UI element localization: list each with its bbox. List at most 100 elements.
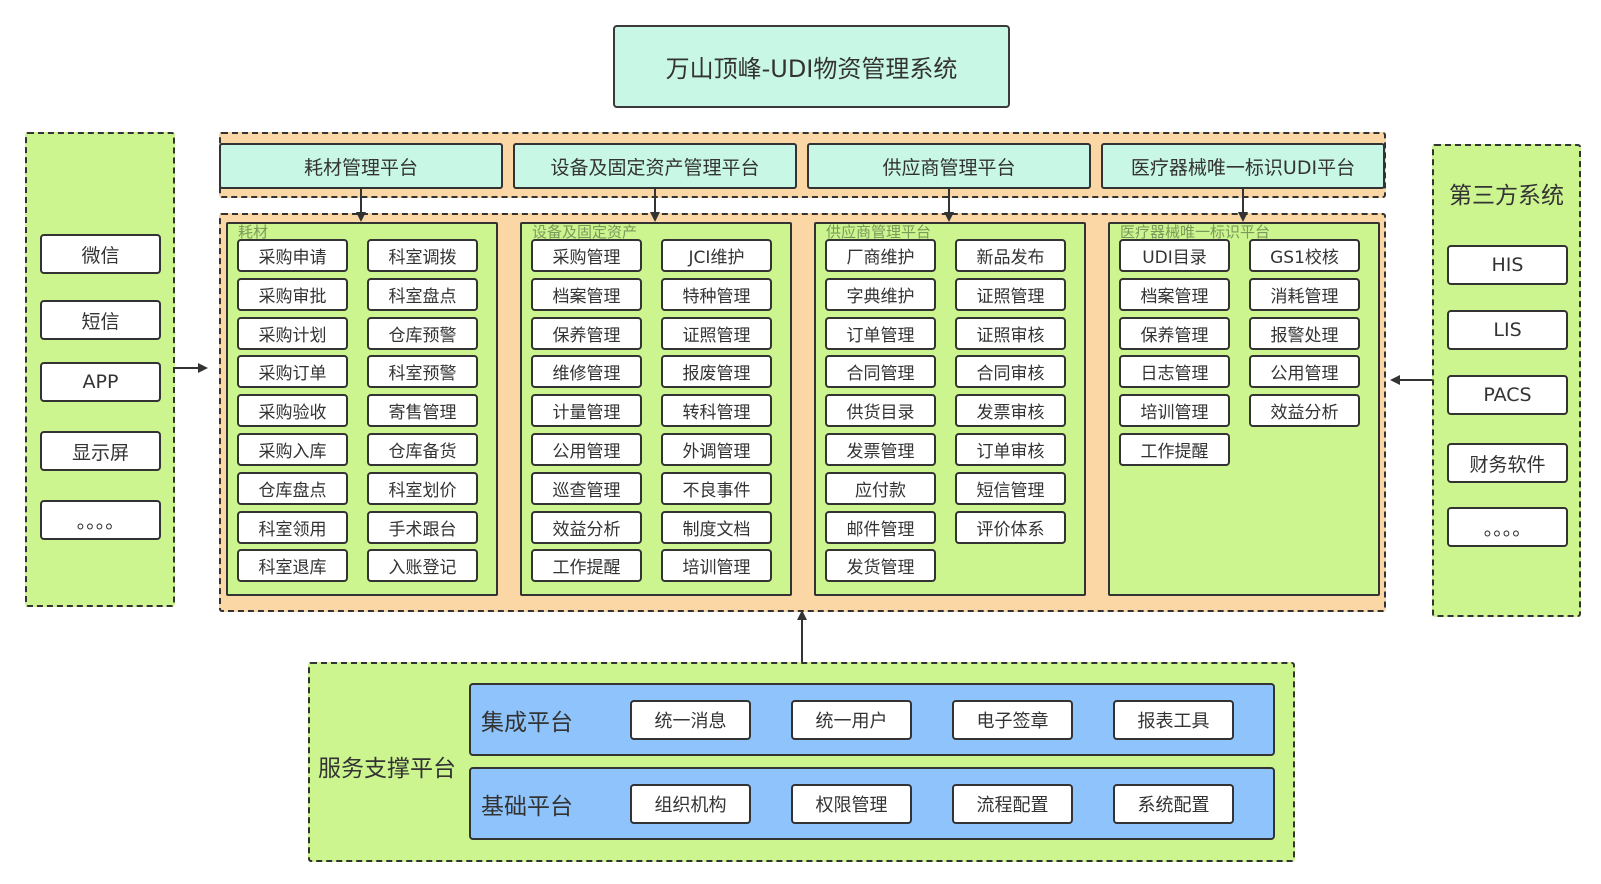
- module-item[interactable]: 培训管理: [1119, 394, 1230, 428]
- svc-unified-user[interactable]: 统一用户: [791, 700, 912, 740]
- module-item[interactable]: 订单管理: [825, 316, 936, 350]
- module-item[interactable]: 巡查管理: [531, 471, 642, 505]
- third-party-panel: 第三方系统 HIS LIS PACS 财务软件 。。。。: [1432, 144, 1581, 617]
- channel-more[interactable]: 。。。。: [40, 500, 161, 540]
- svc-permission[interactable]: 权限管理: [791, 784, 912, 824]
- third-party-more[interactable]: 。。。。: [1447, 507, 1568, 547]
- module-item[interactable]: 订单审核: [955, 433, 1066, 466]
- module-item[interactable]: 发票审核: [955, 394, 1066, 428]
- module-item[interactable]: 计量管理: [531, 394, 642, 428]
- module-udi: 医疗器械唯一标识平台 UDI目录档案管理保养管理日志管理培训管理工作提醒 GS1校…: [1108, 222, 1380, 596]
- svc-organization[interactable]: 组织机构: [630, 784, 751, 824]
- third-party-his[interactable]: HIS: [1447, 245, 1568, 285]
- module-item[interactable]: 手术跟台: [367, 510, 478, 544]
- module-item[interactable]: 公用管理: [1249, 355, 1360, 389]
- module-item[interactable]: JCI维护: [661, 239, 772, 272]
- module-item[interactable]: 应付款: [825, 471, 936, 505]
- module-item[interactable]: 效益分析: [531, 510, 642, 544]
- third-party-lis[interactable]: LIS: [1447, 310, 1568, 350]
- platform-supplier[interactable]: 供应商管理平台: [807, 143, 1091, 189]
- module-supplier: 供应商管理平台 厂商维护字典维护订单管理合同管理供货目录发票管理应付款邮件管理发…: [814, 222, 1086, 596]
- channel-display[interactable]: 显示屏: [40, 431, 161, 471]
- module-item[interactable]: UDI目录: [1119, 239, 1230, 272]
- module-item[interactable]: 科室退库: [237, 549, 348, 583]
- module-item[interactable]: 培训管理: [661, 549, 772, 583]
- module-item[interactable]: 采购验收: [237, 394, 348, 428]
- module-label: 设备及固定资产: [532, 223, 638, 241]
- module-item[interactable]: 效益分析: [1249, 394, 1360, 428]
- module-item[interactable]: 供货目录: [825, 394, 936, 428]
- svc-report-tool[interactable]: 报表工具: [1113, 700, 1234, 740]
- module-label: 耗材: [238, 223, 269, 241]
- module-item[interactable]: 保养管理: [531, 316, 642, 350]
- module-item[interactable]: 仓库预警: [367, 316, 478, 350]
- module-item[interactable]: 档案管理: [1119, 277, 1230, 311]
- module-item[interactable]: 公用管理: [531, 433, 642, 466]
- platform-udi[interactable]: 医疗器械唯一标识UDI平台: [1101, 143, 1385, 189]
- svc-system-config[interactable]: 系统配置: [1113, 784, 1234, 824]
- module-item[interactable]: 发货管理: [825, 549, 936, 583]
- module-item[interactable]: 科室领用: [237, 510, 348, 544]
- module-item[interactable]: 保养管理: [1119, 316, 1230, 350]
- module-label: 供应商管理平台: [826, 223, 932, 241]
- module-item[interactable]: 入账登记: [367, 549, 478, 583]
- module-item[interactable]: 日志管理: [1119, 355, 1230, 389]
- module-consumables: 耗材 采购申请采购审批采购计划采购订单采购验收采购入库仓库盘点科室领用科室退库 科…: [226, 222, 498, 596]
- module-item[interactable]: 仓库备货: [367, 433, 478, 466]
- module-label: 医疗器械唯一标识平台: [1120, 223, 1271, 241]
- module-item[interactable]: 档案管理: [531, 277, 642, 311]
- channel-wechat[interactable]: 微信: [40, 234, 161, 274]
- module-item[interactable]: 维修管理: [531, 355, 642, 389]
- module-item[interactable]: 工作提醒: [531, 549, 642, 583]
- module-item[interactable]: 寄售管理: [367, 394, 478, 428]
- integration-platform-row: 集成平台 统一消息 统一用户 电子签章 报表工具: [469, 683, 1275, 756]
- module-item[interactable]: 评价体系: [955, 510, 1066, 544]
- system-title: 万山顶峰-UDI物资管理系统: [613, 25, 1010, 108]
- third-party-title: 第三方系统: [1449, 183, 1564, 209]
- module-item[interactable]: 外调管理: [661, 433, 772, 466]
- third-party-finance[interactable]: 财务软件: [1447, 443, 1568, 483]
- module-item[interactable]: 短信管理: [955, 471, 1066, 505]
- integration-platform-label: 集成平台: [481, 709, 573, 736]
- module-item[interactable]: 采购申请: [237, 239, 348, 272]
- module-item[interactable]: 不良事件: [661, 471, 772, 505]
- module-item[interactable]: 厂商维护: [825, 239, 936, 272]
- module-item[interactable]: 报废管理: [661, 355, 772, 389]
- module-item[interactable]: 新品发布: [955, 239, 1066, 272]
- module-item[interactable]: 证照审核: [955, 316, 1066, 350]
- module-item[interactable]: 采购计划: [237, 316, 348, 350]
- module-item[interactable]: 科室划价: [367, 471, 478, 505]
- module-item[interactable]: 发票管理: [825, 433, 936, 466]
- module-item[interactable]: 邮件管理: [825, 510, 936, 544]
- module-item[interactable]: 仓库盘点: [237, 471, 348, 505]
- svc-unified-message[interactable]: 统一消息: [630, 700, 751, 740]
- module-item[interactable]: 科室盘点: [367, 277, 478, 311]
- module-item[interactable]: 采购管理: [531, 239, 642, 272]
- module-item[interactable]: 采购审批: [237, 277, 348, 311]
- svc-workflow-config[interactable]: 流程配置: [952, 784, 1073, 824]
- platform-consumables[interactable]: 耗材管理平台: [219, 143, 503, 189]
- channel-app[interactable]: APP: [40, 362, 161, 402]
- module-item[interactable]: 证照管理: [661, 316, 772, 350]
- module-item[interactable]: 采购入库: [237, 433, 348, 466]
- base-platform-row: 基础平台 组织机构 权限管理 流程配置 系统配置: [469, 767, 1275, 840]
- module-item[interactable]: 制度文档: [661, 510, 772, 544]
- module-item[interactable]: 特种管理: [661, 277, 772, 311]
- module-item[interactable]: 字典维护: [825, 277, 936, 311]
- module-item[interactable]: 消耗管理: [1249, 277, 1360, 311]
- module-item[interactable]: 采购订单: [237, 355, 348, 389]
- module-item[interactable]: 科室预警: [367, 355, 478, 389]
- channel-sms[interactable]: 短信: [40, 300, 161, 340]
- module-item[interactable]: 转科管理: [661, 394, 772, 428]
- module-item[interactable]: 工作提醒: [1119, 433, 1230, 466]
- svc-e-signature[interactable]: 电子签章: [952, 700, 1073, 740]
- platform-equipment-assets[interactable]: 设备及固定资产管理平台: [513, 143, 797, 189]
- module-item[interactable]: 合同审核: [955, 355, 1066, 389]
- base-platform-label: 基础平台: [481, 793, 573, 820]
- third-party-pacs[interactable]: PACS: [1447, 375, 1568, 415]
- module-item[interactable]: 科室调拨: [367, 239, 478, 272]
- module-item[interactable]: 报警处理: [1249, 316, 1360, 350]
- module-item[interactable]: 合同管理: [825, 355, 936, 389]
- module-item[interactable]: GS1校核: [1249, 239, 1360, 272]
- module-item[interactable]: 证照管理: [955, 277, 1066, 311]
